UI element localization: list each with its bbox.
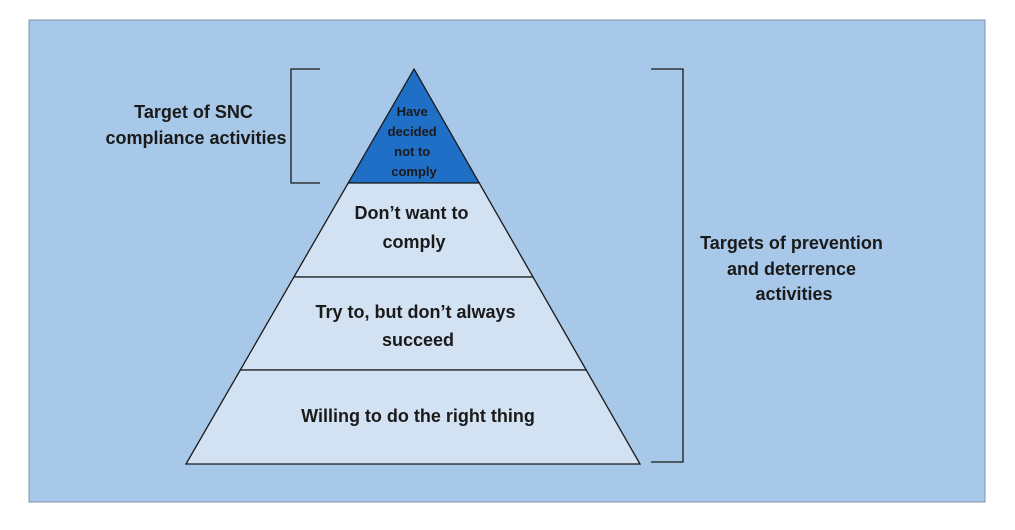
label-line: activities [755, 284, 832, 304]
tier-label-line: comply [382, 232, 445, 252]
tier-label-line: comply [391, 164, 437, 179]
right-bracket [651, 68, 684, 463]
left-bracket [290, 68, 320, 184]
right-bracket-label: Targets of prevention and deterrence act… [700, 233, 888, 304]
tier-label-line: Have [397, 104, 428, 119]
tier-label-line: Willing to do the right thing [301, 406, 535, 426]
label-line: Target of SNC [134, 102, 253, 122]
pyramid [184, 67, 642, 465]
tier-label-bottom: Willing to do the right thing [301, 406, 535, 426]
label-line: Targets of prevention [700, 233, 883, 253]
left-bracket-annotation: Target of SNC compliance activities [105, 68, 320, 184]
tier-label-second: Don’t want to comply [355, 203, 474, 252]
pyramid-labels: Have decided not to comply Don’t want to… [301, 104, 535, 426]
tier-label-third: Try to, but don’t always succeed [315, 302, 520, 350]
tier-willing-to-do-the-right-thing [184, 369, 642, 465]
right-bracket-annotation: Targets of prevention and deterrence act… [651, 68, 888, 463]
tier-label-line: Don’t want to [355, 203, 469, 223]
left-bracket-label: Target of SNC compliance activities [105, 102, 286, 148]
label-line: compliance activities [105, 128, 286, 148]
tier-label-line: succeed [382, 330, 454, 350]
tier-try-to-but-dont-always-succeed [239, 276, 588, 371]
tier-label-line: decided [388, 124, 437, 139]
tier-label-top: Have decided not to comply [388, 104, 441, 179]
tier-label-line: Try to, but don’t always [315, 302, 515, 322]
tier-label-line: not to [394, 144, 430, 159]
label-line: and deterrence [727, 259, 856, 279]
